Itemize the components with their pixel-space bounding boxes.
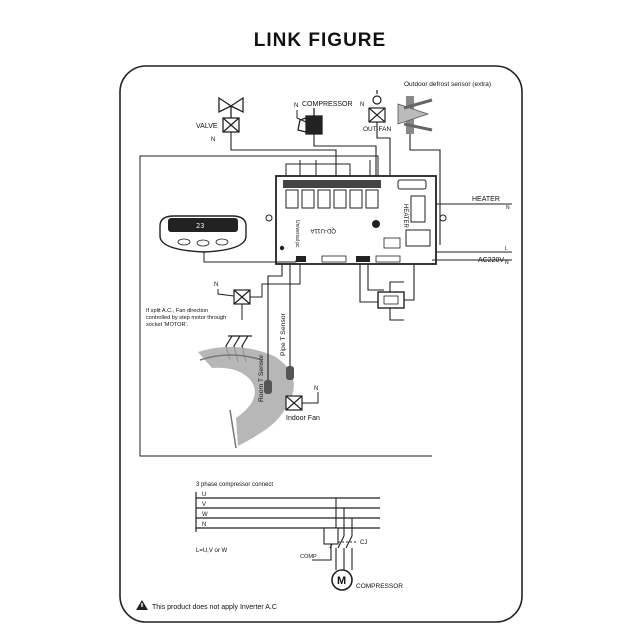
phase-u-label: U [202,492,206,498]
compressor-label-top: COMPRESSOR [302,101,353,108]
indoorfan-n-terminal: N [314,386,318,392]
stepmotor-wire [250,264,301,298]
three-phase-bus [195,492,380,532]
valve-n-terminal: N [211,137,215,143]
phase-v-label: V [202,502,206,508]
heater-label: HEATER [472,196,500,203]
compressor-symbol-top [297,108,323,135]
compressor-motor-symbol [331,569,353,591]
board-caption-label: Universal pc [294,220,300,248]
airflow-swirl [198,346,294,449]
ac220v-n-terminal: N [505,260,509,266]
warning-icon [136,600,148,610]
split-note-line-3: socket 'MOTOR'. [146,322,189,328]
board-heater-label: HEATER [402,204,408,229]
outdoor-sensor-label: Outdoor defrost sensor (extra) [404,81,491,88]
outer-border [119,65,523,623]
room-sensor-wire [267,264,283,380]
indoorfan-label: Indoor Fan [286,415,320,422]
cj-label: CJ [360,540,367,546]
three-phase-label: 3 phase compressor connect [196,482,273,488]
outfan-symbol [368,90,386,123]
board-top-wires [139,155,432,457]
compressor-bottom-label: COMPRESSOR [356,583,403,590]
outfan-wire [376,122,391,178]
contactor-cj [312,498,356,570]
valve-label: VALVE [196,123,218,130]
display-wire [203,252,297,263]
split-note-line-2: controlled by step motor through [146,315,226,321]
outdoor-sensor-wire [409,134,441,245]
compressor-n-terminal: N [294,103,298,109]
control-board [265,175,447,265]
sensor-probes [264,366,294,394]
display-panel: 23 [159,215,247,253]
warning-text: This product does not apply Inverter A.C [152,604,277,611]
l-note-label: L=U,V or W [196,548,228,554]
comp-label: COMP [300,554,317,560]
phase-n-label: N [202,522,206,528]
motor-letter: M [337,575,346,587]
svg-text:23: 23 [196,222,204,230]
relay-module [359,264,415,321]
ac220v-label: AC220V [478,257,504,264]
outdoor-sensor-symbol [397,96,433,134]
valve-wire [230,132,337,178]
compressor-n-wire [296,110,307,123]
page-title: LINK FIGURE [253,30,387,51]
valve-symbol [218,96,244,133]
compressor-wire [313,134,377,178]
indoorfan-symbol [285,395,303,411]
room-sensor-label: Room T Sensor [258,354,265,402]
ac220v-l-terminal: L [505,246,508,252]
outfan-n-terminal: N [360,102,364,108]
indoorfan-wire [302,392,319,404]
board-model-label: QD-U11A [310,227,336,233]
stepmotor-symbol [233,289,251,305]
stepmotor-n-terminal: N [214,282,218,288]
split-note-line-1: If split A.C., Fan direction [146,308,208,314]
phase-w-label: W [202,512,208,518]
stepmotor-n-wire [217,289,235,297]
pipe-sensor-label: Pipe T Sensor [280,312,287,356]
heater-n-terminal: N [506,205,510,211]
